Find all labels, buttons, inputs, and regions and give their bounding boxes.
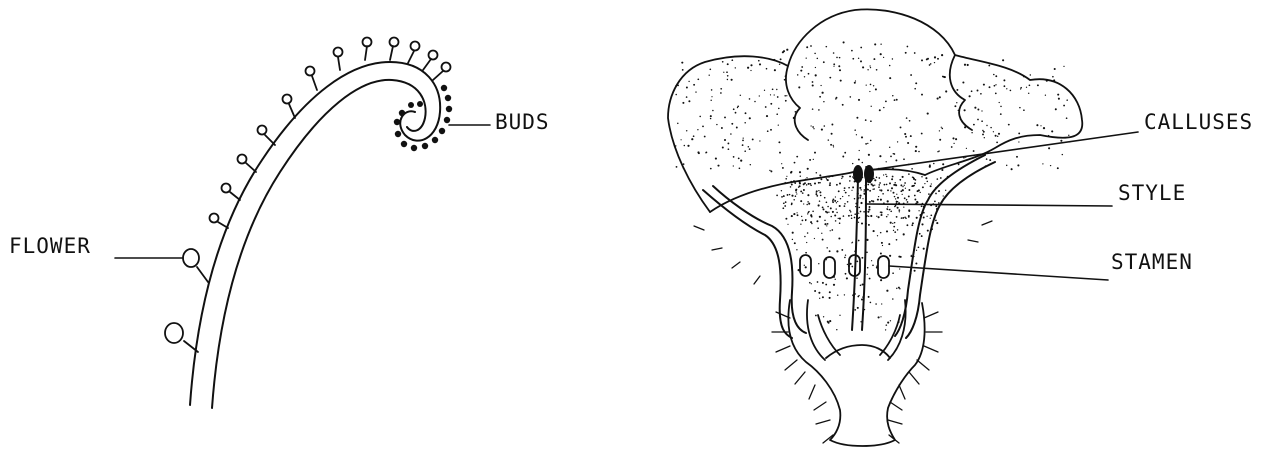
- calluses-label: CALLUSES: [1144, 112, 1253, 133]
- bud-cluster: [394, 85, 452, 151]
- corolla-lobes: [668, 9, 1082, 212]
- style-label: STYLE: [1118, 183, 1186, 204]
- left-leader-lines: [115, 125, 490, 258]
- calyx-hairs: [694, 221, 992, 443]
- buds-label: BUDS: [495, 112, 550, 133]
- flower-label: FLOWER: [9, 236, 91, 257]
- style-and-stigma: [852, 165, 874, 330]
- stamens: [800, 255, 889, 278]
- corolla-stipple: [675, 41, 1070, 330]
- stamen-label: STAMEN: [1111, 252, 1193, 273]
- right-leader-lines: [866, 132, 1138, 280]
- calyx: [788, 300, 924, 446]
- corolla-tube: [703, 155, 995, 338]
